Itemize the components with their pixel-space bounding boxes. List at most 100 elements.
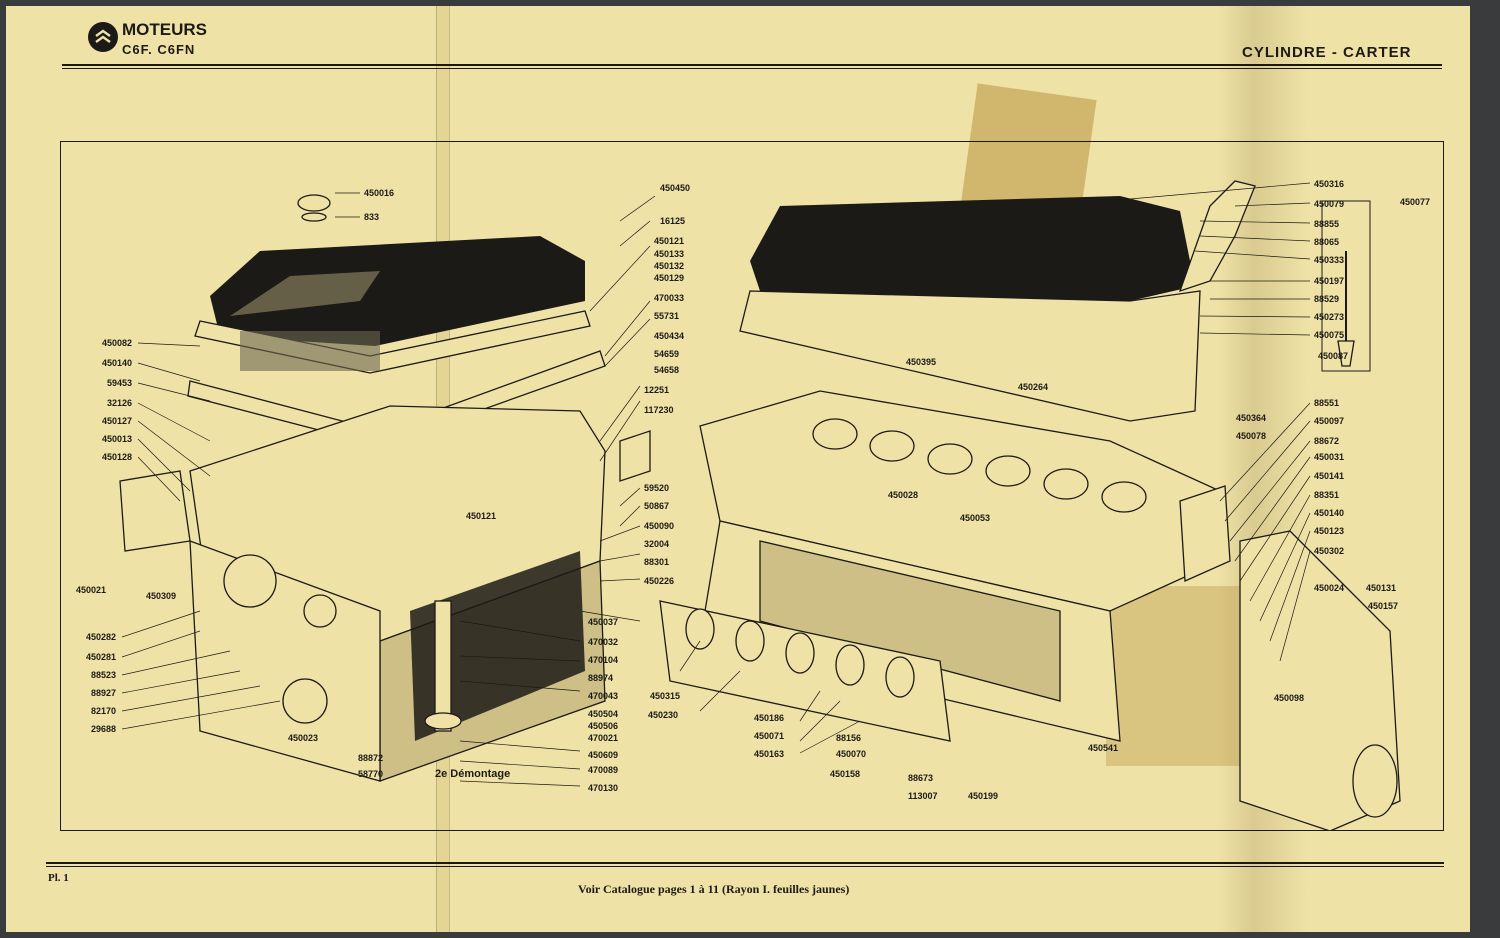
label-450013: 450013 [102, 434, 132, 444]
footer-rule [46, 862, 1444, 864]
right-part-labels: 450316 450079 450077 88855 88065 450333 … [1088, 179, 1430, 753]
label-470032: 470032 [588, 637, 618, 647]
label-450021: 450021 [76, 585, 106, 595]
label-450450: 450450 [660, 183, 690, 193]
label-50867: 50867 [644, 501, 669, 511]
label-450132: 450132 [654, 261, 684, 271]
label-450023: 450023 [288, 733, 318, 743]
label-450264: 450264 [1018, 382, 1048, 392]
left-crankcase [119, 405, 651, 782]
label-12251: 12251 [644, 385, 669, 395]
label-450140: 450140 [1314, 508, 1344, 518]
label-450070: 450070 [836, 749, 866, 759]
label-450090: 450090 [644, 521, 674, 531]
plate-number: Pl. 1 [48, 872, 69, 884]
left-valve-cover [194, 194, 591, 374]
label-82170: 82170 [91, 706, 116, 716]
label-54658: 54658 [654, 365, 679, 375]
label-450158: 450158 [830, 769, 860, 779]
header-rule [62, 64, 1442, 66]
label-450127: 450127 [102, 416, 132, 426]
tape-stain-lower [1106, 586, 1256, 766]
label-450273: 450273 [1314, 312, 1344, 322]
label-88523: 88523 [91, 670, 116, 680]
label-450316: 450316 [1314, 179, 1344, 189]
label-450186: 450186 [754, 713, 784, 723]
leader-lines [121, 182, 1311, 787]
label-450541: 450541 [1088, 743, 1118, 753]
label-117230: 117230 [644, 405, 674, 415]
label-450075: 450075 [1314, 330, 1344, 340]
label-450504: 450504 [588, 709, 618, 719]
label-59453: 59453 [107, 378, 132, 388]
label-59520: 59520 [644, 483, 669, 493]
label-88065: 88065 [1314, 237, 1339, 247]
right-engine-block [699, 390, 1231, 742]
left-part-labels: 450082 450140 59453 32126 450127 450013 … [76, 338, 176, 734]
label-88529: 88529 [1314, 294, 1339, 304]
label-450097: 450097 [1314, 416, 1344, 426]
label-450364: 450364 [1236, 413, 1266, 423]
label-450226: 450226 [644, 576, 674, 586]
label-450031: 450031 [1314, 452, 1344, 462]
label-450230: 450230 [648, 710, 678, 720]
label-450281: 450281 [86, 652, 116, 662]
label-32004: 32004 [644, 539, 669, 549]
label-450199: 450199 [968, 791, 998, 801]
label-450141: 450141 [1314, 471, 1344, 481]
label-450133: 450133 [654, 249, 684, 259]
manifold-ports [685, 608, 915, 698]
label-450395: 450395 [906, 357, 936, 367]
label-450077: 450077 [1400, 197, 1430, 207]
label-88927: 88927 [91, 688, 116, 698]
annotation-second-dismount: 2e Démontage [435, 768, 510, 780]
label-450028: 450028 [888, 490, 918, 500]
label-16125: 16125 [660, 216, 685, 226]
label-450315: 450315 [650, 691, 680, 701]
label-470089: 470089 [588, 765, 618, 775]
label-450123: 450123 [1314, 526, 1344, 536]
paper-sheet: MOTEURS C6F. C6FN CYLINDRE - CARTER [6, 6, 1470, 932]
label-450302: 450302 [1314, 546, 1344, 556]
label-450087: 450087 [1318, 351, 1348, 361]
label-450037: 450037 [588, 617, 618, 627]
dipstick-inset [1321, 200, 1371, 372]
label-450434: 450434 [654, 331, 684, 341]
label-450128: 450128 [102, 452, 132, 462]
label-470033: 470033 [654, 293, 684, 303]
label-58770: 58770 [358, 769, 383, 779]
bottom-part-labels: 450315 450230 450186 450071 450163 88156… [648, 691, 998, 801]
label-450309: 450309 [146, 591, 176, 601]
diagram-frame [60, 141, 1444, 831]
header-rule-thin [62, 68, 1442, 69]
label-450506: 450506 [588, 721, 618, 731]
label-450157: 450157 [1368, 601, 1398, 611]
label-450016: 450016 [364, 188, 394, 198]
label-88855: 88855 [1314, 219, 1339, 229]
label-88156: 88156 [836, 733, 861, 743]
label-450197: 450197 [1314, 276, 1344, 286]
header-title: MOTEURS [122, 20, 207, 39]
label-88673: 88673 [908, 773, 933, 783]
timing-cover-hub [1352, 744, 1398, 818]
label-88672: 88672 [1314, 436, 1339, 446]
label-450053: 450053 [960, 513, 990, 523]
label-450024: 450024 [1314, 583, 1344, 593]
catalogue-reference: Voir Catalogue pages 1 à 11 (Rayon I. fe… [578, 882, 850, 896]
exploded-engine-diagram: 450082 450140 59453 32126 450127 450013 … [76, 179, 1430, 831]
label-450129: 450129 [654, 273, 684, 283]
mid-part-labels: 450395 450364 450028 450053 450264 45007… [888, 357, 1266, 523]
label-450121-b: 450121 [466, 511, 496, 521]
label-88551: 88551 [1314, 398, 1339, 408]
label-88872: 88872 [358, 753, 383, 763]
label-450333: 450333 [1314, 255, 1344, 265]
label-88974: 88974 [588, 673, 613, 683]
label-450079: 450079 [1314, 199, 1344, 209]
citroen-chevron-icon [88, 22, 118, 52]
label-470021: 470021 [588, 733, 618, 743]
label-32126: 32126 [107, 398, 132, 408]
label-29688: 29688 [91, 724, 116, 734]
label-450140: 450140 [102, 358, 132, 368]
label-113007: 113007 [908, 791, 938, 801]
